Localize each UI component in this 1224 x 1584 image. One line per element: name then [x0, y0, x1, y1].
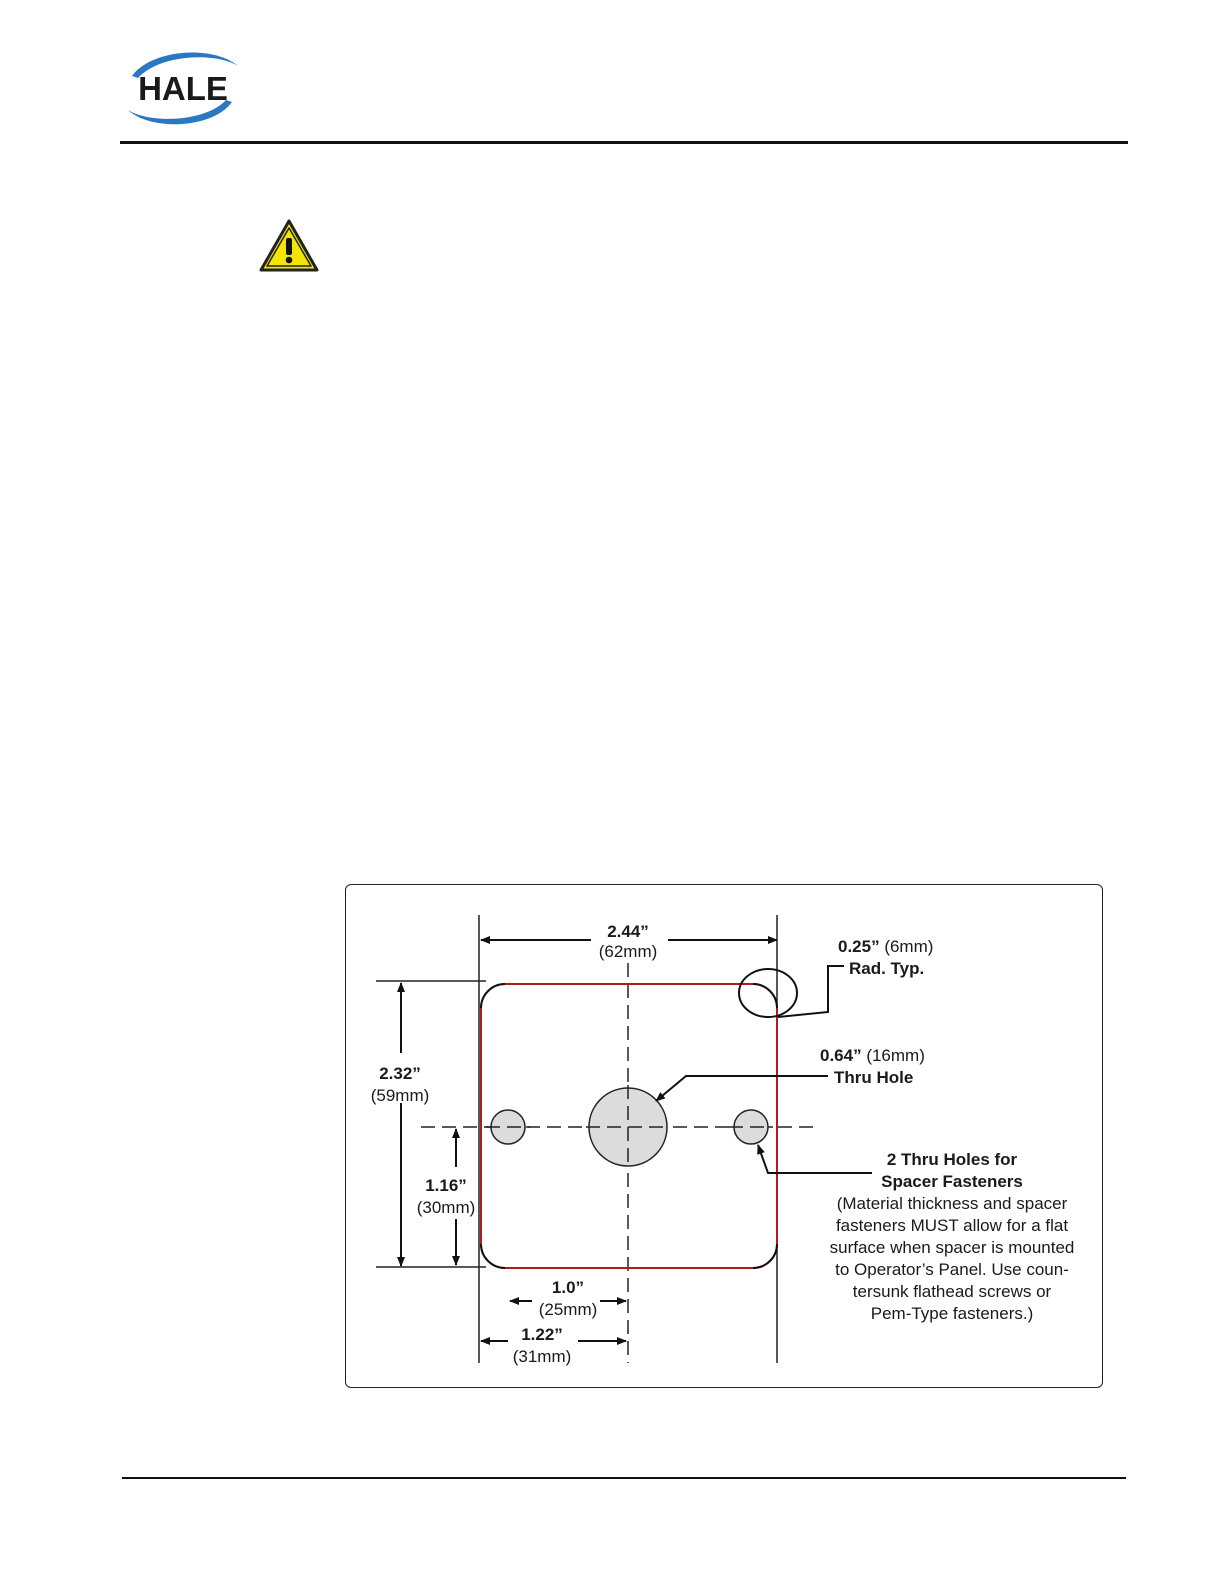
cutout-diagram-frame: 2.44” (62mm) 0.25” (6mm) Rad. Typ. 2.32”… [345, 884, 1103, 1388]
header-rule [120, 141, 1128, 144]
half-width-metric: (31mm) [513, 1347, 572, 1366]
height-value: 2.32” [379, 1064, 421, 1083]
half-height-metric: (30mm) [417, 1198, 476, 1217]
center-hole-label: 0.64” (16mm) [820, 1046, 925, 1065]
cutout-diagram: 2.44” (62mm) 0.25” (6mm) Rad. Typ. 2.32”… [371, 915, 1075, 1366]
footer-rule [122, 1477, 1126, 1479]
height-metric: (59mm) [371, 1086, 430, 1105]
center-hole-note: Thru Hole [834, 1068, 913, 1087]
center-hole-metric: (16mm) [862, 1046, 925, 1065]
logo-swoosh-top [132, 52, 238, 78]
center-hole-value: 0.64” [820, 1046, 862, 1065]
radius-note: Rad. Typ. [849, 959, 924, 978]
warning-triangle-icon [259, 219, 319, 272]
hale-logo: HALE [128, 52, 238, 125]
radius-callout [738, 968, 798, 1018]
spacer-note-line: fasteners MUST allow for a flat [836, 1216, 1068, 1235]
radius-metric: (6mm) [880, 937, 934, 956]
spacer-note-line: (Material thickness and spacer [837, 1194, 1068, 1213]
spacer-note-line: tersunk flathead screws or [853, 1282, 1052, 1301]
spacer-note-line: surface when spacer is mounted [830, 1238, 1075, 1257]
width-value: 2.44” [607, 922, 649, 941]
hole-offset-value: 1.0” [552, 1278, 584, 1297]
half-width-value: 1.22” [521, 1325, 563, 1344]
logo-swoosh-bottom [128, 100, 232, 125]
logo-text: HALE [138, 70, 228, 107]
radius-value: 0.25” [838, 937, 880, 956]
radius-label: 0.25” (6mm) [838, 937, 933, 956]
spacer-title-line2: Spacer Fasteners [881, 1172, 1023, 1191]
spacer-title-line1: 2 Thru Holes for [887, 1150, 1018, 1169]
spacer-note-line: to Operator’s Panel. Use coun- [835, 1260, 1069, 1279]
spacer-note-line: Pem-Type fasteners.) [871, 1304, 1034, 1323]
half-height-value: 1.16” [425, 1176, 467, 1195]
hole-offset-metric: (25mm) [539, 1300, 598, 1319]
cutout-outline [480, 983, 778, 1269]
width-metric: (62mm) [599, 942, 658, 961]
